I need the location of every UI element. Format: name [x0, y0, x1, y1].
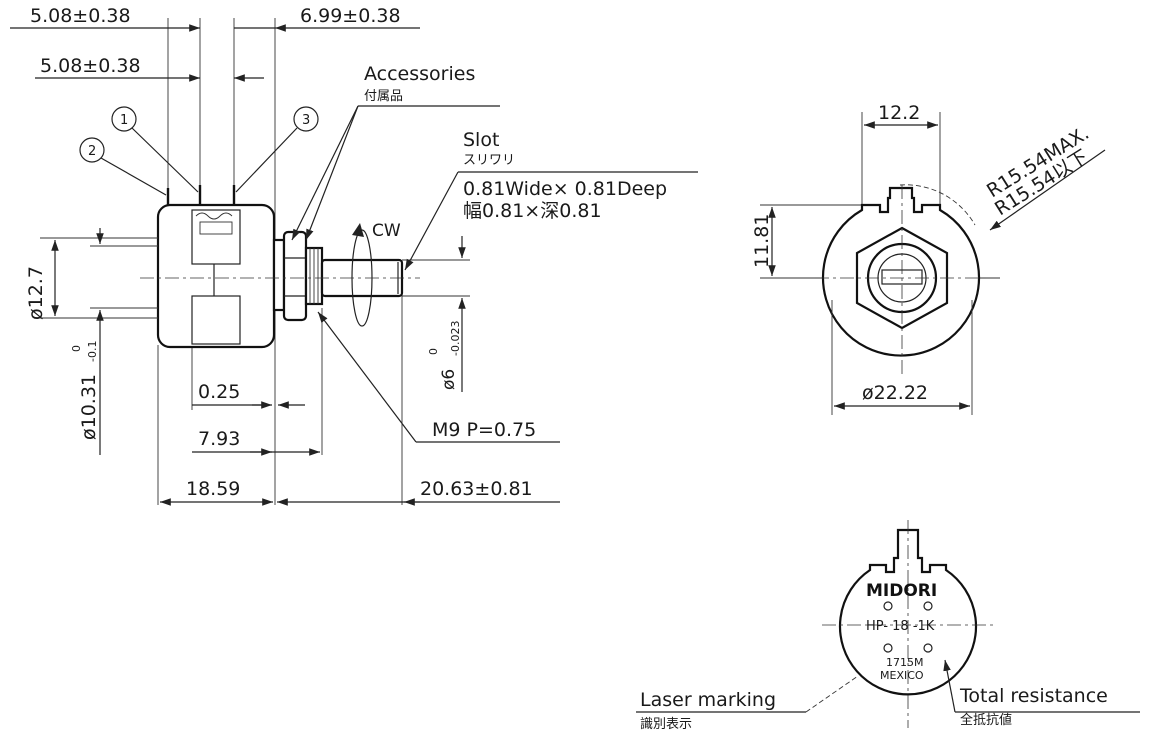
svg-text:Total resistance: Total resistance — [959, 685, 1108, 707]
svg-text:Laser marking: Laser marking — [640, 689, 776, 711]
svg-text:-0.023: -0.023 — [449, 321, 462, 356]
svg-text:ø6: ø6 — [439, 369, 459, 390]
svg-text:ø22.22: ø22.22 — [862, 382, 928, 404]
brand-marking: MIDORI — [866, 581, 937, 601]
slot-callout: Slot スリワリ 0.81Wide× 0.81Deep 幅0.81×深0.81 — [404, 129, 698, 271]
svg-text:幅0.81×深0.81: 幅0.81×深0.81 — [463, 200, 602, 222]
front-body — [821, 184, 981, 357]
svg-text:スリワリ: スリワリ — [463, 153, 515, 168]
svg-text:Accessories: Accessories — [364, 63, 475, 85]
svg-text:0.81Wide× 0.81Deep: 0.81Wide× 0.81Deep — [463, 178, 667, 200]
svg-text:CW: CW — [372, 221, 401, 241]
svg-text:7.93: 7.93 — [198, 428, 240, 450]
front-view: 12.2 11.81 R15.54MAX. R15.54以下 — [751, 102, 1106, 415]
terminal-callout-1: 1 — [111, 106, 199, 193]
date-code-marking: 1715M — [886, 656, 924, 669]
laser-marking-callout: Laser marking 識別表示 — [636, 675, 859, 732]
dim-width-top: 12.2 — [864, 102, 938, 129]
svg-text:20.63±0.81: 20.63±0.81 — [420, 478, 533, 500]
dim-bushing: 7.93 — [192, 428, 320, 456]
svg-text:-0.1: -0.1 — [86, 341, 99, 362]
dim-shaft-length: 20.63±0.81 — [277, 478, 560, 506]
svg-text:12.2: 12.2 — [878, 102, 920, 124]
svg-text:18.59: 18.59 — [186, 478, 240, 500]
svg-text:ø12.7: ø12.7 — [25, 266, 47, 320]
bushing-nut — [272, 230, 324, 322]
svg-text:Slot: Slot — [463, 129, 499, 151]
svg-text:全抵抗値: 全抵抗値 — [960, 712, 1012, 728]
svg-text:6.99±0.38: 6.99±0.38 — [300, 5, 401, 27]
terminal-callout-3: 3 — [235, 106, 319, 193]
terminal-callout-2: 2 — [79, 137, 167, 196]
svg-text:付属品: 付属品 — [364, 89, 403, 104]
pot-body — [156, 203, 276, 349]
dim-dia-shaft: ø6 0 -0.023 — [402, 236, 470, 392]
dim-top-right: 6.99±0.38 — [275, 5, 420, 32]
dim-dia-body: ø12.7 — [25, 237, 158, 320]
dim-body-length: 18.59 — [160, 478, 273, 506]
svg-text:2: 2 — [88, 144, 96, 159]
dim-top-pitch-outer: 5.08±0.38 — [10, 5, 275, 32]
svg-text:M9 P=0.75: M9 P=0.75 — [432, 419, 536, 441]
model-marking: HP- 18 -1K — [866, 619, 935, 634]
svg-text:0: 0 — [70, 345, 83, 352]
svg-text:5.08±0.38: 5.08±0.38 — [30, 5, 131, 27]
svg-text:ø10.31: ø10.31 — [78, 374, 100, 440]
origin-marking: MEXICO — [880, 669, 924, 682]
thread-callout: M9 P=0.75 — [317, 311, 560, 443]
marking-view: MIDORI HP- 18 -1K 1715M MEXICO Laser mar… — [636, 520, 1140, 732]
svg-text:0: 0 — [427, 348, 440, 355]
svg-text:11.81: 11.81 — [751, 214, 773, 268]
svg-text:0.25: 0.25 — [198, 381, 240, 403]
dim-gap: 0.25 — [192, 381, 305, 409]
dim-radius: R15.54MAX. R15.54以下 — [983, 122, 1106, 231]
side-view: 5.08±0.38 6.99±0.38 5.08±0.38 2 1 3 — [10, 5, 698, 506]
svg-text:3: 3 — [302, 113, 310, 128]
dim-dia-flat: ø10.31 0 -0.1 — [70, 228, 158, 455]
accessories-callout: Accessories 付属品 — [291, 63, 500, 241]
svg-text:識別表示: 識別表示 — [640, 717, 692, 732]
svg-text:1: 1 — [120, 113, 128, 128]
dim-diameter: ø22.22 — [831, 300, 973, 415]
dim-top-pitch-inner: 5.08±0.38 — [35, 55, 264, 82]
svg-text:5.08±0.38: 5.08±0.38 — [40, 55, 141, 77]
total-resistance-callout: Total resistance 全抵抗値 — [943, 659, 1140, 728]
